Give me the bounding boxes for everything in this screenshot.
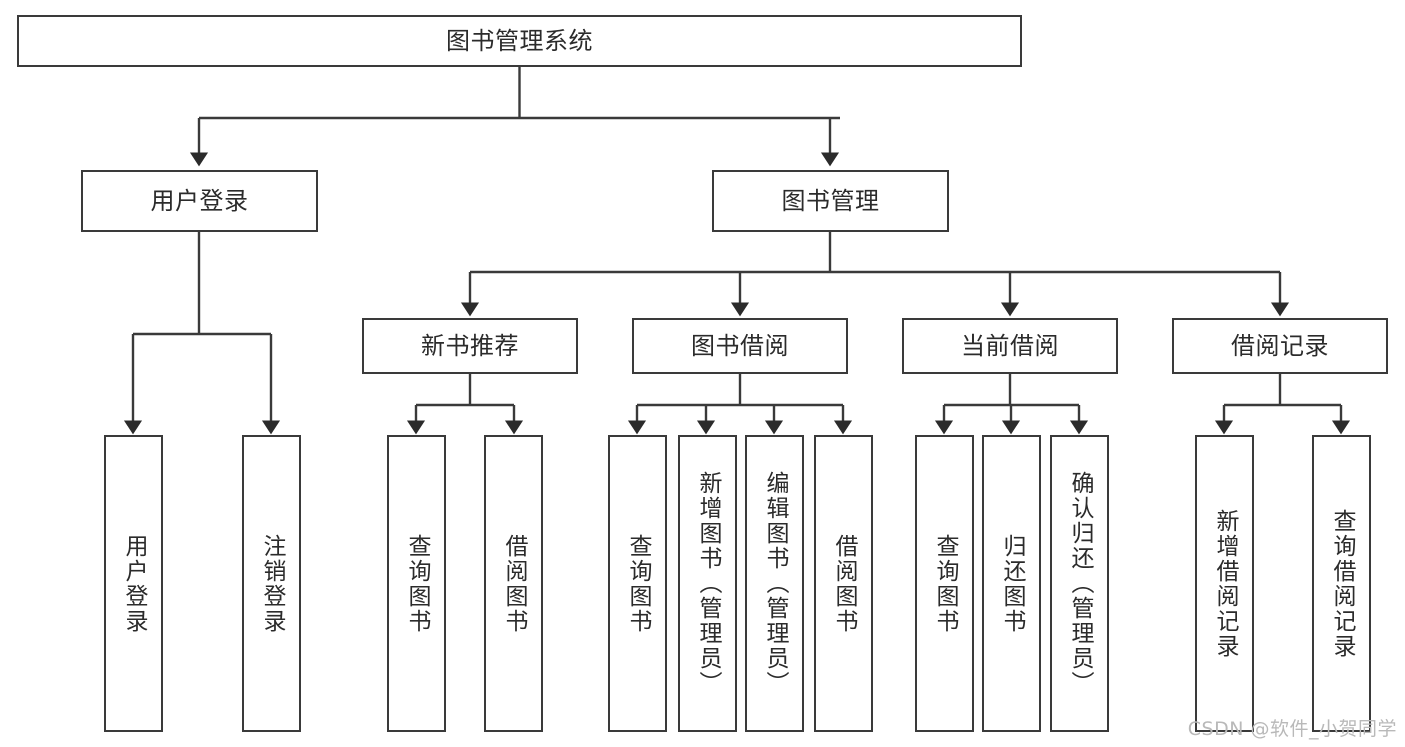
node-book-borrow[interactable]: 图书借阅 bbox=[632, 318, 848, 374]
node-root-label: 图书管理系统 bbox=[446, 26, 593, 55]
node-leaf-query-book-1-label: 查询图书 bbox=[404, 533, 430, 634]
node-leaf-query-book-3[interactable]: 查询图书 bbox=[915, 435, 974, 732]
node-leaf-user-login-label: 用户登录 bbox=[121, 533, 147, 634]
node-user-login[interactable]: 用户登录 bbox=[81, 170, 318, 232]
node-leaf-user-login[interactable]: 用户登录 bbox=[104, 435, 163, 732]
node-root[interactable]: 图书管理系统 bbox=[17, 15, 1022, 67]
node-current-borrow[interactable]: 当前借阅 bbox=[902, 318, 1118, 374]
node-leaf-query-record[interactable]: 查询借阅记录 bbox=[1312, 435, 1371, 732]
node-leaf-add-record[interactable]: 新增借阅记录 bbox=[1195, 435, 1254, 732]
node-new-book-recommend[interactable]: 新书推荐 bbox=[362, 318, 578, 374]
node-book-manage[interactable]: 图书管理 bbox=[712, 170, 949, 232]
node-leaf-add-book[interactable]: 新增图书（管理员） bbox=[678, 435, 737, 732]
node-leaf-query-book-1[interactable]: 查询图书 bbox=[387, 435, 446, 732]
node-leaf-borrow-book-1-label: 借阅图书 bbox=[501, 533, 527, 634]
node-leaf-confirm-return[interactable]: 确认归还（管理员） bbox=[1050, 435, 1109, 732]
node-leaf-borrow-book-1[interactable]: 借阅图书 bbox=[484, 435, 543, 732]
node-user-login-label: 用户登录 bbox=[150, 186, 249, 215]
node-leaf-query-book-3-label: 查询图书 bbox=[932, 533, 958, 634]
node-borrow-record-label: 借阅记录 bbox=[1231, 331, 1329, 360]
node-current-borrow-label: 当前借阅 bbox=[961, 331, 1059, 360]
node-leaf-confirm-return-label: 确认归还（管理员） bbox=[1067, 471, 1093, 696]
node-leaf-query-record-label: 查询借阅记录 bbox=[1329, 508, 1355, 659]
node-book-borrow-label: 图书借阅 bbox=[691, 331, 789, 360]
node-leaf-query-book-2-label: 查询图书 bbox=[625, 533, 651, 634]
node-leaf-borrow-book-2-label: 借阅图书 bbox=[831, 533, 857, 634]
node-leaf-query-book-2[interactable]: 查询图书 bbox=[608, 435, 667, 732]
node-leaf-user-logout-label: 注销登录 bbox=[259, 533, 285, 634]
node-borrow-record[interactable]: 借阅记录 bbox=[1172, 318, 1388, 374]
node-leaf-add-book-label: 新增图书（管理员） bbox=[695, 471, 721, 696]
node-leaf-return-book-label: 归还图书 bbox=[999, 533, 1025, 634]
node-leaf-user-logout[interactable]: 注销登录 bbox=[242, 435, 301, 732]
node-leaf-edit-book[interactable]: 编辑图书（管理员） bbox=[745, 435, 804, 732]
node-leaf-add-record-label: 新增借阅记录 bbox=[1212, 508, 1238, 659]
node-leaf-edit-book-label: 编辑图书（管理员） bbox=[762, 471, 788, 696]
node-new-book-recommend-label: 新书推荐 bbox=[421, 331, 519, 360]
node-book-manage-label: 图书管理 bbox=[781, 186, 880, 215]
node-leaf-borrow-book-2[interactable]: 借阅图书 bbox=[814, 435, 873, 732]
node-leaf-return-book[interactable]: 归还图书 bbox=[982, 435, 1041, 732]
